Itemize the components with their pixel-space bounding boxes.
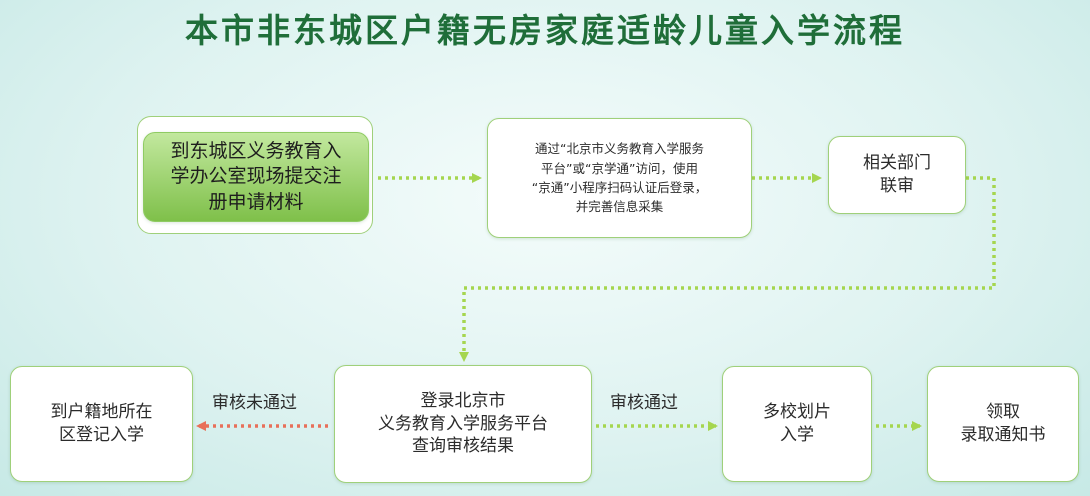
node-query-result: 登录北京市 义务教育入学服务平台 查询审核结果 (334, 365, 592, 483)
page-title: 本市非东城区户籍无房家庭适龄儿童入学流程 (185, 11, 905, 50)
node-joint-review: 相关部门 联审 (828, 136, 966, 214)
edge-label-fail: 审核未通过 (212, 393, 297, 413)
node-multi-school-assign: 多校划片 入学 (722, 366, 872, 482)
node-register-hukou-district: 到户籍地所在 区登记入学 (10, 366, 193, 482)
node-receive-notice: 领取 录取通知书 (927, 366, 1079, 482)
node-submit-materials: 到东城区义务教育入 学办公室现场提交注 册申请材料 (143, 132, 369, 222)
node-online-login: 通过“北京市义务教育入学服务 平台”或“京学通”访问，使用 “京通”小程序扫码认… (487, 118, 752, 238)
edge-label-pass: 审核通过 (610, 393, 678, 413)
